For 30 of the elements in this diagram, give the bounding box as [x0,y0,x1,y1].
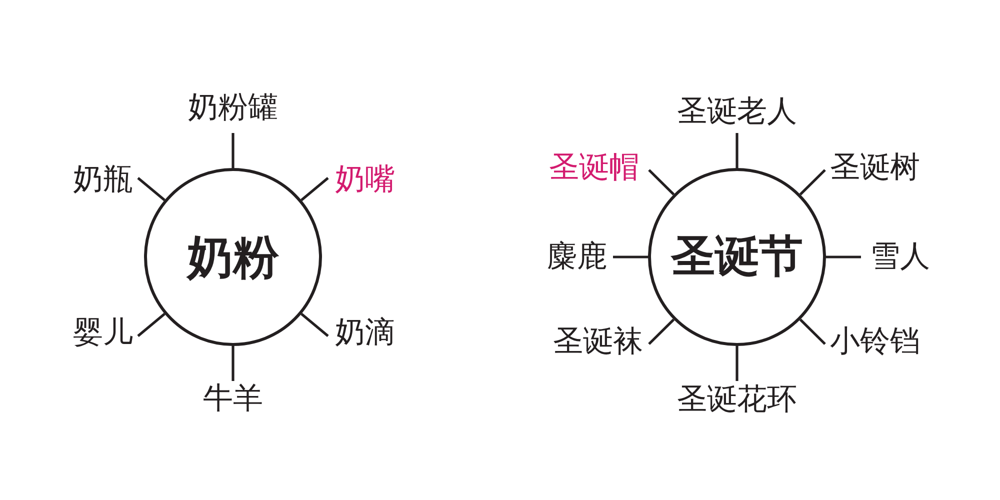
keyword-label: 雪人 [861,240,930,274]
connector-line [799,318,826,345]
keyword-label: 小铃铛 [825,325,920,359]
keyword-label: 奶嘴 [328,163,395,197]
keyword-label: 圣诞老人 [677,95,797,133]
connector-line [137,312,166,337]
topic-label: 奶粉 [187,232,279,282]
connector-line [648,169,675,196]
keyword-label: 圣诞树 [825,151,920,185]
keyword-label: 麋鹿 [547,240,613,274]
connector-line [232,346,234,381]
connector-line [826,256,861,258]
connector-line [736,346,738,381]
keyword-label: 奶滴 [328,316,395,350]
keyword-label: 圣诞花环 [677,381,797,417]
connector-line [232,133,234,168]
topic-label: 圣诞节 [671,232,803,282]
keyword-label: 圣诞帽 [549,151,649,185]
keyword-label: 奶瓶 [73,163,138,197]
connector-line [613,256,648,258]
connector-line [137,177,166,202]
keyword-label: 奶粉罐 [188,91,278,133]
keyword-label: 牛羊 [203,381,263,416]
connector-line [799,169,826,196]
connector-line [300,312,329,337]
keyword-label: 圣诞袜 [553,325,649,359]
connector-line [736,133,738,168]
keyword-label: 婴儿 [73,316,138,350]
connector-line [300,177,329,202]
connector-line [648,318,675,345]
